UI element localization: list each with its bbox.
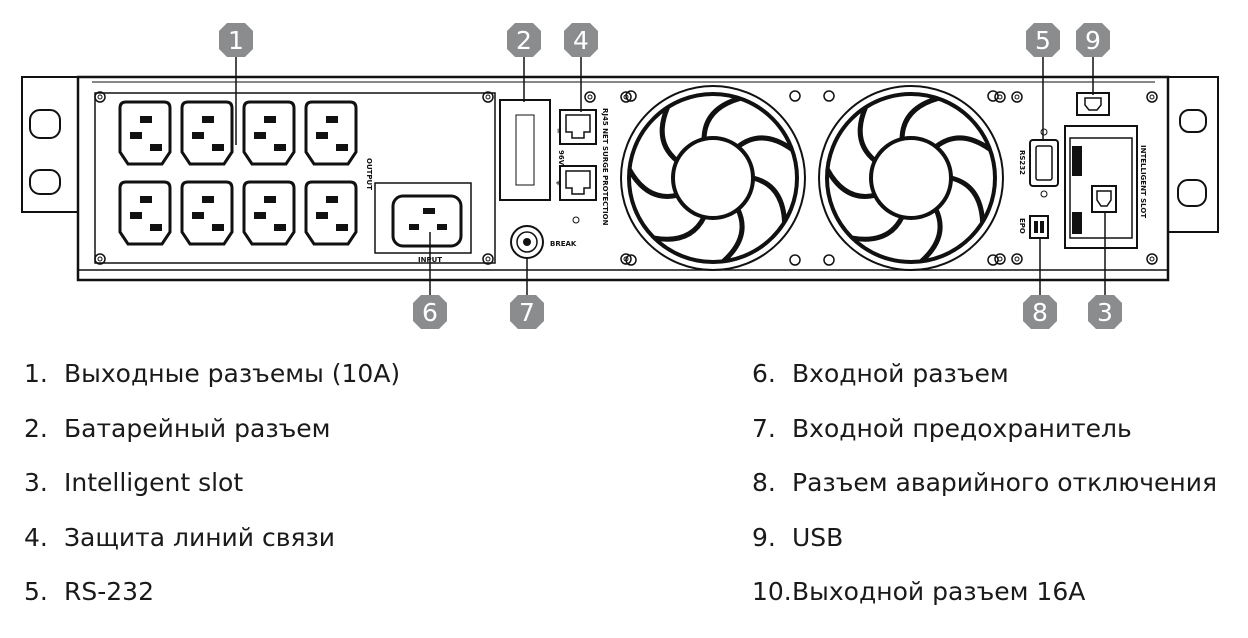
battery-plus-label: + <box>554 180 562 186</box>
callout-number: 2 <box>516 26 532 55</box>
output-socket <box>242 100 296 166</box>
output-socket <box>242 180 296 246</box>
callout-number: 5 <box>1035 26 1051 55</box>
legend-item: 8. Разъем аварийного отключения <box>752 465 1217 520</box>
screw <box>1146 253 1158 265</box>
legend-right-column: 6. Входной разъем 7. Входной предохранител… <box>752 356 1217 629</box>
callout-badge-8: 8 <box>1023 295 1057 329</box>
legend-item: 10.Выходной разъем 16A <box>752 574 1217 629</box>
callout-number: 3 <box>1097 298 1113 327</box>
callout-badge-7: 7 <box>510 295 544 329</box>
legend-number: 4. <box>24 522 48 552</box>
legend-text: Входной разъем <box>792 359 1009 388</box>
callout-number: 1 <box>228 26 244 55</box>
legend-text: RS-232 <box>64 577 154 606</box>
battery-label: 96V <box>557 150 565 166</box>
legend-number: 7. <box>752 413 776 443</box>
battery-minus-label: − <box>554 128 562 134</box>
legend-item: 3. Intelligent slot <box>24 465 400 520</box>
legend-number: 9. <box>752 522 776 552</box>
left-mount-ear <box>21 76 78 213</box>
legend-text: Выходные разъемы (10A) <box>64 359 401 388</box>
callout-number: 8 <box>1032 298 1048 327</box>
output-socket <box>180 180 234 246</box>
callout-badge-9: 9 <box>1076 23 1110 57</box>
cooling-fan <box>818 85 1004 271</box>
legend-text: Батарейный разъем <box>64 413 331 443</box>
legend-text: Intelligent slot <box>64 468 244 497</box>
ups-rear-panel-diagram: OUTPUT INPUT 96V − + BREAK RJ45 NET SURG… <box>21 23 1219 329</box>
screw <box>584 91 596 103</box>
screw <box>1011 91 1023 103</box>
legend-text: Выходной разъем 16A <box>792 577 1086 606</box>
legend-number: 8. <box>752 468 776 497</box>
rs232-label: RS232 <box>1018 150 1026 175</box>
screw <box>482 253 494 265</box>
epo-label: EPO <box>1018 218 1026 234</box>
callout-number: 7 <box>519 298 535 327</box>
legend-text: USB <box>792 522 844 552</box>
output-socket-panel <box>94 92 496 264</box>
callout-number: 6 <box>422 298 438 327</box>
callout-badge-5: 5 <box>1026 23 1060 57</box>
legend-number: 5. <box>24 577 48 606</box>
legend-number: 10. <box>752 577 792 606</box>
right-mount-ear <box>1168 76 1219 233</box>
legend-item: 5. RS-232 <box>24 574 400 629</box>
callout-badge-4: 4 <box>564 23 598 57</box>
screw <box>1146 91 1158 103</box>
epo-port <box>1029 215 1049 239</box>
legend-item: 6. Входной разъем <box>752 356 1217 411</box>
rj45-port-bottom <box>559 165 597 201</box>
legend-number: 6. <box>752 359 776 388</box>
callout-badge-6: 6 <box>413 295 447 329</box>
fuse-holder <box>510 225 544 259</box>
legend-text: Разъем аварийного отключения <box>792 468 1218 497</box>
legend-number: 3. <box>24 468 48 497</box>
callout-badge-1: 1 <box>219 23 253 57</box>
output-socket <box>118 100 172 166</box>
screw <box>1011 253 1023 265</box>
cooling-fan <box>620 85 806 271</box>
output-label: OUTPUT <box>365 158 373 190</box>
legend-item: 1. Выходные разъемы (10A) <box>24 356 400 411</box>
legend-left-column: 1. Выходные разъемы (10A) 2. Батарейный ра… <box>24 356 400 629</box>
rs232-port <box>1029 128 1059 198</box>
battery-connector <box>499 99 551 201</box>
leader-lines <box>235 56 1106 296</box>
callout-number: 9 <box>1085 26 1101 55</box>
legend-number: 1. <box>24 359 48 388</box>
legend-item: 4. Защита линий связи <box>24 520 400 575</box>
legend-number: 2. <box>24 413 48 443</box>
input-socket-frame <box>374 182 472 254</box>
net-protection-label: RJ45 NET SURGE PROTECTION <box>601 108 609 226</box>
intelligent-slot-label: INTELLIGENT SLOT <box>1139 145 1147 218</box>
callout-badge-3: 3 <box>1088 295 1122 329</box>
callout-number: 4 <box>573 26 589 55</box>
legend-text: Защита линий связи <box>64 522 336 552</box>
output-socket <box>118 180 172 246</box>
output-socket <box>180 100 234 166</box>
output-socket <box>304 180 358 246</box>
legend-item: 7. Входной предохранитель <box>752 411 1217 466</box>
intelligent-slot <box>1064 125 1138 249</box>
rj45-port-top <box>559 109 597 145</box>
screw <box>94 91 106 103</box>
output-socket <box>304 100 358 166</box>
usb-port <box>1076 92 1110 116</box>
screw <box>94 253 106 265</box>
legend-text: Входной предохранитель <box>792 413 1132 443</box>
callout-badge-2: 2 <box>507 23 541 57</box>
screw <box>482 91 494 103</box>
chassis-outline <box>76 75 1170 282</box>
legend-item: 9. USB <box>752 520 1217 575</box>
legend-item: 2. Батарейный разъем <box>24 411 400 466</box>
input-socket <box>391 194 463 248</box>
break-label: BREAK <box>550 240 577 248</box>
